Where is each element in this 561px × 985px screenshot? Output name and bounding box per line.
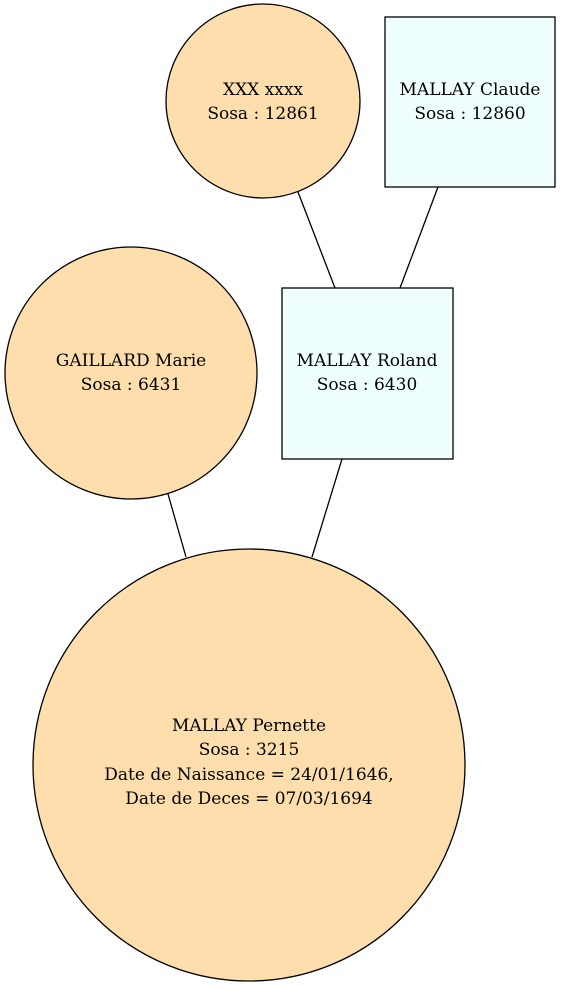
person-name: MALLAY Pernette — [172, 716, 326, 736]
person-sosa: Sosa : 12860 — [414, 104, 525, 124]
person-name: GAILLARD Marie — [56, 351, 206, 371]
person-sosa: Sosa : 3215 — [199, 740, 300, 760]
person-node-xxx[interactable]: XXX xxxx Sosa : 12861 — [165, 3, 361, 199]
person-sosa: Sosa : 6430 — [317, 375, 418, 395]
person-death-date: Date de Deces = 07/03/1694 — [125, 789, 372, 809]
person-sosa: Sosa : 6431 — [81, 375, 182, 395]
person-sosa: Sosa : 12861 — [207, 104, 318, 124]
person-box — [384, 16, 556, 188]
person-birth-date: Date de Naissance = 24/01/1646, — [104, 765, 393, 785]
person-name: XXX xxxx — [223, 80, 303, 100]
person-node-mallay-roland[interactable]: MALLAY Roland Sosa : 6430 — [281, 287, 454, 460]
person-circle — [165, 3, 361, 199]
person-circle — [4, 246, 258, 500]
person-node-mallay-pernette[interactable]: MALLAY Pernette Sosa : 3215 Date de Nais… — [32, 548, 466, 982]
person-box — [281, 287, 454, 460]
person-circle — [32, 548, 466, 982]
person-node-gaillard-marie[interactable]: GAILLARD Marie Sosa : 6431 — [4, 246, 258, 500]
edge-claude-to-roland — [399, 186, 439, 289]
edge-gaillard-to-pernette — [167, 493, 187, 558]
person-node-mallay-claude[interactable]: MALLAY Claude Sosa : 12860 — [384, 16, 556, 188]
person-name: MALLAY Claude — [400, 80, 541, 100]
edge-xxx-to-roland — [297, 191, 336, 289]
edge-roland-to-pernette — [311, 458, 343, 558]
person-name: MALLAY Roland — [297, 351, 438, 371]
edges — [167, 186, 439, 558]
